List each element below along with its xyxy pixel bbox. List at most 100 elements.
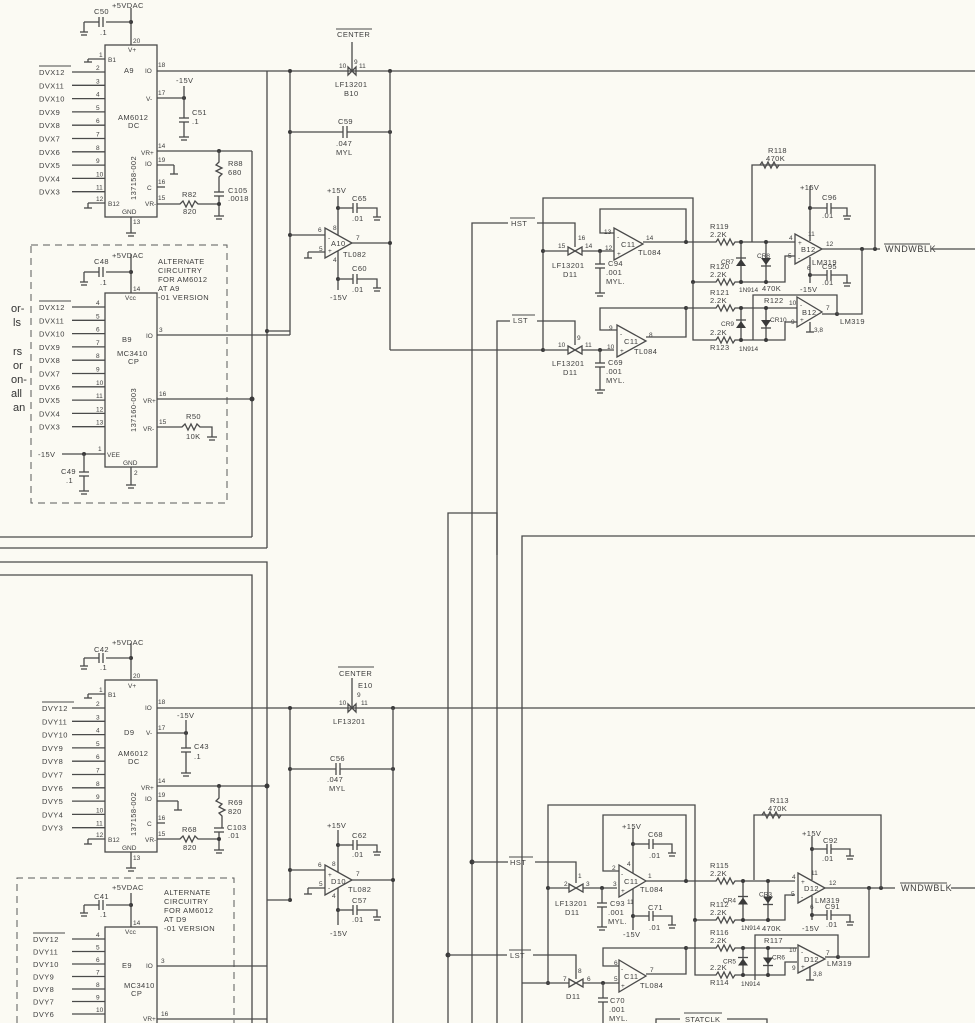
resistor-group: R1152.2KR1122.2KR1162.2K2.2KR114R113470K…	[710, 796, 789, 987]
pin-number: 6	[96, 118, 100, 125]
switch-part: LF13201	[552, 359, 584, 368]
input-signal-label: DVY9	[42, 744, 63, 753]
pin-number: 10	[96, 1007, 104, 1014]
pin-number: 7	[96, 340, 100, 347]
svg-text:IO: IO	[146, 963, 153, 970]
cap-value: .1	[100, 278, 107, 287]
svg-text:7: 7	[356, 235, 360, 242]
comparator-part: LM319	[812, 258, 837, 267]
svg-text:5: 5	[791, 891, 795, 898]
svg-text:VR+: VR+	[141, 150, 154, 157]
note-line: ALTERNATE	[158, 257, 205, 266]
pin-number: 7	[96, 970, 100, 977]
svg-text:10: 10	[789, 947, 797, 954]
pin-number: 5	[96, 313, 100, 320]
diode-ref: CR5	[723, 959, 736, 966]
resistor-value: 2.2K	[710, 963, 727, 972]
switch-ref: B10	[344, 89, 359, 98]
cap-type: MYL	[329, 784, 346, 793]
svg-text:10: 10	[607, 344, 615, 351]
svg-text:9: 9	[609, 325, 613, 332]
svg-text:14: 14	[646, 235, 654, 242]
cap-value: .1	[100, 28, 107, 37]
svg-text:3: 3	[613, 881, 617, 888]
chip-suffix: CP	[131, 989, 142, 998]
cap-ref: C103	[227, 823, 247, 832]
svg-text:VR+: VR+	[143, 1016, 156, 1023]
resistor-ref: R114	[710, 978, 729, 987]
svg-text:-: -	[798, 255, 800, 262]
chip-number: 137158-002	[129, 792, 138, 836]
note-line: AT A9	[158, 284, 180, 293]
diode-ref: CR3	[759, 892, 772, 899]
opamp-ref: C11	[621, 240, 635, 249]
svg-text:4: 4	[332, 893, 336, 900]
input-signal-label: DVY8	[33, 985, 54, 994]
resistor-ref: R115	[710, 861, 729, 870]
chip-suffix: DC	[128, 121, 140, 130]
input-signal-label: DVY9	[33, 973, 54, 982]
cap-value: .01	[352, 915, 364, 924]
svg-text:3,8: 3,8	[813, 971, 822, 978]
diode-part: 1N914	[739, 287, 759, 294]
svg-text:3,8: 3,8	[814, 327, 823, 334]
input-signal-label: DVY12	[42, 704, 68, 713]
chip-part: MC3410	[117, 349, 148, 358]
svg-text:+: +	[801, 964, 805, 971]
pin-number: 14	[133, 920, 141, 927]
resistor-ref: R118	[768, 146, 787, 155]
cap-ref: C42	[94, 645, 109, 654]
pin-number: 3	[96, 78, 100, 85]
resistor-ref: R116	[710, 928, 729, 937]
cap-ref: C95	[822, 262, 837, 271]
pin-label: Vcc	[125, 295, 137, 302]
pin-number: 16	[159, 391, 167, 398]
pin-number: 2	[96, 65, 100, 72]
svg-text:15: 15	[558, 243, 566, 250]
cap-value: .01	[228, 831, 240, 840]
switch-ref: D11	[563, 368, 577, 377]
dac-a9: +5VDAC C50 .1 20 V+ A9 AM6012 DC 137158-…	[0, 1, 975, 538]
cap-ref: C69	[608, 358, 623, 367]
cap-type: MYL.	[606, 376, 625, 385]
svg-text:VR+: VR+	[143, 398, 156, 405]
input-signal-label: DVY7	[42, 771, 63, 780]
cap-value: .01	[822, 854, 834, 863]
comparator-part: LM319	[840, 317, 865, 326]
y-channel: +5VDAC C42 .1 20 V+ D9 AM6012 DC 137158-…	[0, 512, 975, 1023]
chip-ref: E9	[122, 961, 132, 970]
chip-suffix: CP	[128, 357, 139, 366]
cap-ref: C68	[648, 830, 663, 839]
opamp-part: TL082	[343, 250, 366, 259]
switch-part: LF13201	[552, 261, 584, 270]
resistor-value: 2.2K	[710, 296, 727, 305]
cap-value: .01	[352, 285, 364, 294]
note-line: ALTERNATE	[164, 888, 211, 897]
svg-text:2: 2	[564, 881, 568, 888]
resistor-ref: R68	[182, 825, 197, 834]
svg-text:10: 10	[339, 63, 347, 70]
input-signal-label: DVY11	[42, 717, 67, 726]
pin-number: 14	[133, 286, 141, 293]
svg-text:VR-: VR-	[145, 201, 156, 208]
diode-ref: CR4	[723, 898, 736, 905]
svg-text:-: -	[801, 894, 803, 901]
resistor-value: 820	[183, 207, 197, 216]
svg-text:B12: B12	[108, 837, 120, 844]
resistor-ref: R113	[770, 796, 789, 805]
svg-text:10: 10	[558, 342, 566, 349]
svg-text:18: 18	[158, 62, 166, 69]
comparator-part: LM319	[815, 896, 840, 905]
svg-text:+: +	[621, 983, 625, 990]
